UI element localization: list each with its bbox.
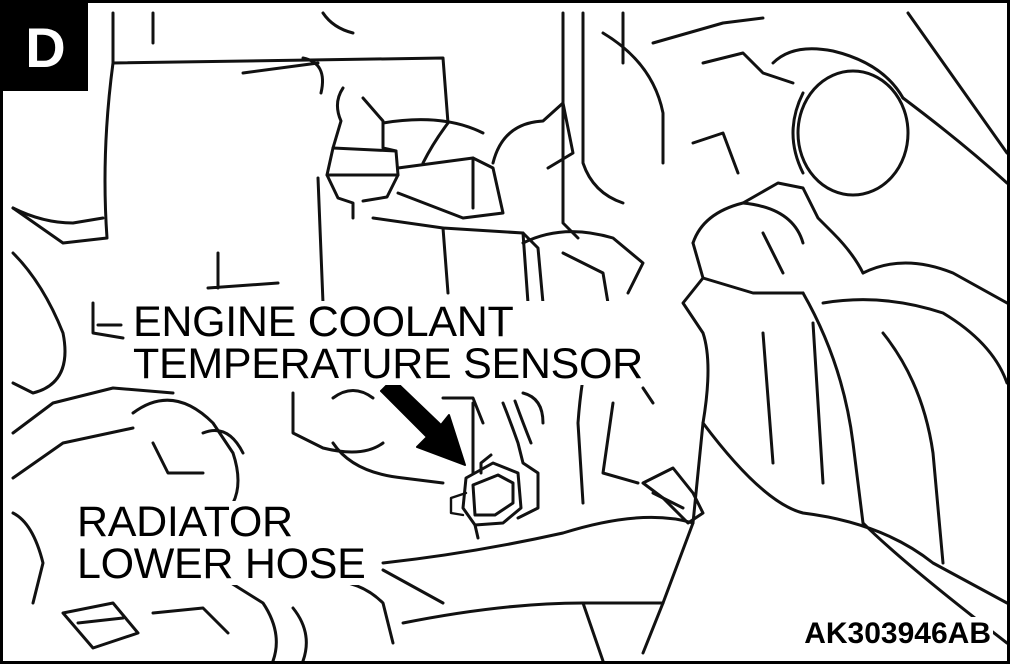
engine-block-lines (316, 11, 795, 505)
radiator-lower-hose-label: RADIATOR LOWER HOSE (73, 498, 370, 588)
lower-hose (381, 515, 695, 661)
label-line-1: RADIATOR (77, 498, 293, 546)
sensor-arrow (380, 378, 466, 466)
hoses-right (641, 181, 1007, 655)
intake-pipe (771, 11, 1007, 197)
label-line-2: LOWER HOSE (77, 540, 366, 588)
engine-coolant-temperature-sensor-label: ENGINE COOLANT TEMPERATURE SENSOR (129, 298, 647, 388)
coolant-sensor (449, 399, 540, 540)
figure-code: AK303946AB (802, 617, 993, 651)
engine-line-drawing (11, 11, 1007, 661)
hose-clip (641, 466, 705, 525)
label-line-2: TEMPERATURE SENSOR (133, 340, 643, 388)
upper-connector (325, 86, 575, 220)
leader-lines (96, 323, 445, 605)
view-badge: D (3, 3, 88, 91)
label-line-1: ENGINE COOLANT (133, 298, 514, 346)
